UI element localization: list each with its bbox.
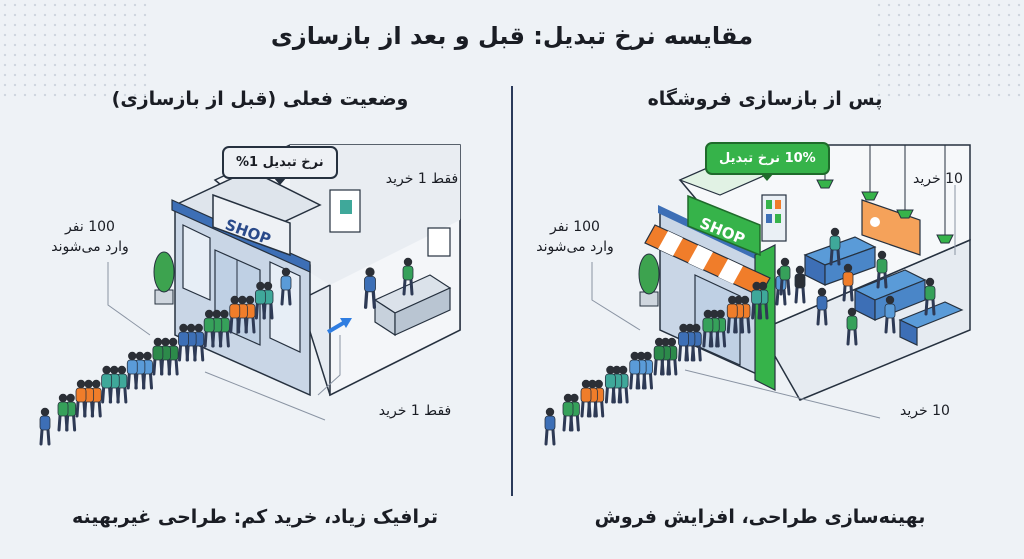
person-right-18 [580, 379, 592, 418]
shopper-after-1 [876, 250, 888, 289]
person-right-22 [678, 323, 689, 362]
shopper-after-6 [816, 287, 828, 326]
person-right-21 [653, 337, 665, 376]
shopper-after-3 [794, 265, 806, 304]
decor-dots-left [0, 0, 150, 100]
person-left-25 [254, 281, 266, 320]
person-right-20 [629, 351, 641, 390]
person-left-22 [178, 323, 189, 362]
left-visitors-label: 100 نفر وارد می‌شوند [51, 219, 129, 255]
person-left-20 [126, 351, 138, 390]
person-right-19 [604, 365, 616, 404]
entry-arrow [326, 320, 347, 334]
person-right-9 [562, 393, 574, 432]
person-left-23 [203, 309, 215, 348]
person-left-24 [229, 295, 241, 334]
left-footer: ترافیک زیاد، خرید کم: طراحی غیربهینه [72, 506, 438, 528]
shopper-after-7 [846, 307, 858, 346]
left-heading: وضعیت فعلی (قبل از بازسازی) [111, 88, 409, 110]
right-footer: بهینه‌سازی طراحی، افزایش فروش [594, 506, 926, 528]
person-left-19 [101, 365, 113, 404]
left-rate-bubble: نرخ تبدیل 1% [222, 146, 338, 185]
decor-dots-right [874, 0, 1024, 100]
crowd-right [544, 267, 787, 446]
shopper-before [363, 267, 377, 309]
left-purchases-bottom: فقط 1 خرید [378, 403, 452, 419]
crowd-left [39, 267, 292, 446]
right-purchases-bottom: 10 خرید [900, 403, 950, 419]
cashier-before [402, 257, 414, 296]
person-left-9 [57, 393, 69, 432]
center-divider [511, 86, 513, 496]
store-before-sign [212, 193, 291, 257]
person-left-26 [280, 267, 292, 306]
shopper-after-8 [884, 295, 896, 334]
left-purchases-top: فقط 1 خرید [385, 171, 459, 187]
shopper-after-0 [829, 227, 841, 266]
store-after-sign [687, 194, 761, 257]
person-right-24 [726, 295, 738, 334]
person-left-18 [75, 379, 87, 418]
shopper-after-4 [842, 263, 854, 302]
person-left-21 [152, 337, 164, 376]
right-heading: پس از بازسازی فروشگاه [647, 88, 883, 110]
right-visitors-label: 100 نفر وارد می‌شوند [536, 219, 614, 255]
person-right-25 [751, 281, 763, 320]
right-rate-bubble: 10% نرخ تبدیل [705, 142, 830, 181]
leader-lines [107, 185, 956, 421]
main-title: مقایسه نرخ تبدیل: قبل و بعد از بازسازی [270, 22, 754, 50]
shopper-after-5 [779, 257, 791, 296]
person-right-23 [702, 309, 714, 348]
person-right-0 [544, 407, 556, 446]
shoppers-inside-after [779, 227, 936, 346]
shopper-after-2 [924, 277, 936, 316]
person-left-0 [39, 407, 51, 446]
store-after-awning [644, 224, 771, 297]
right-purchases-top: 10 خرید [913, 171, 963, 187]
